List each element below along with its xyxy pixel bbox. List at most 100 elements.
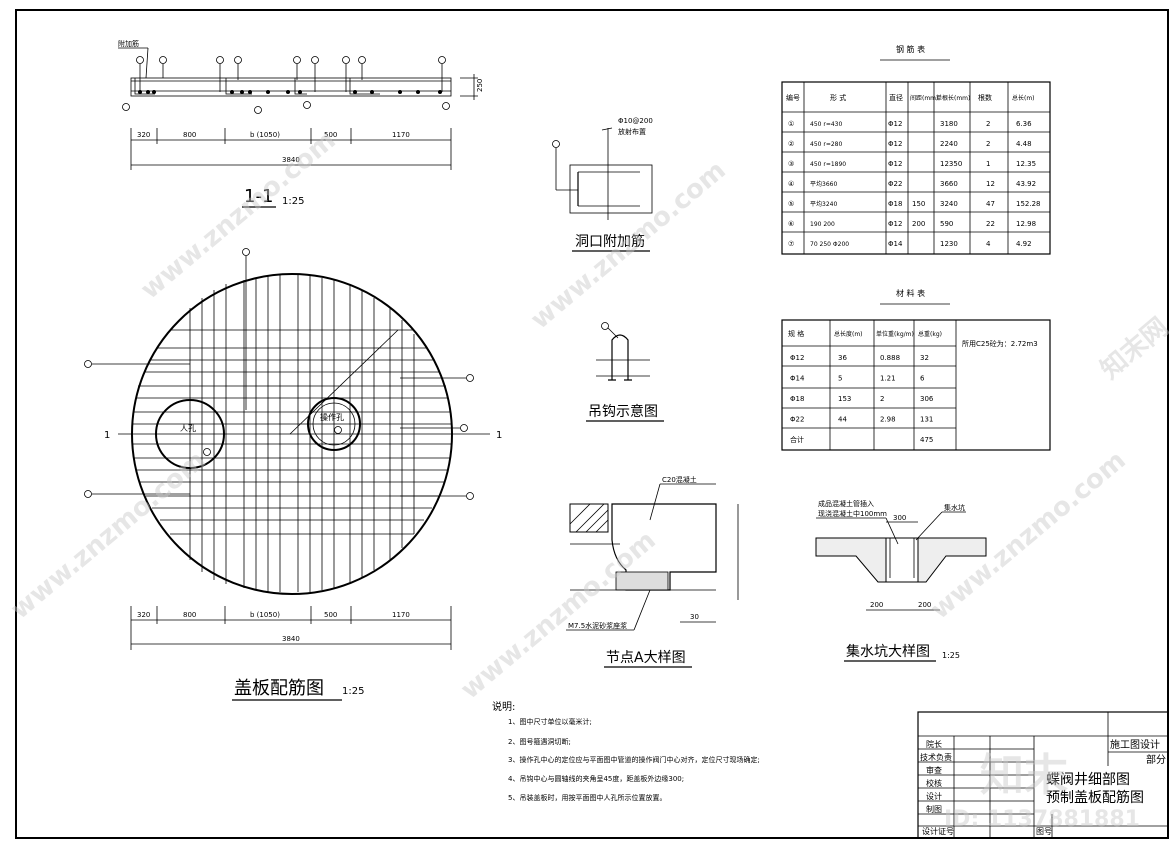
opening-title: 洞口附加筋 (575, 233, 645, 250)
material-cell: 0.888 (880, 354, 900, 362)
op-hole-label: 操作孔 (320, 412, 344, 422)
add-bar-label: 附加筋 (118, 39, 139, 48)
material-cell: 36 (838, 354, 847, 362)
rebar-cell: 450 r=280 (810, 141, 842, 148)
tb-stage: 施工图设计 (1110, 738, 1160, 751)
material-cell: 475 (920, 436, 933, 444)
rebar-cell: 152.28 (1016, 200, 1041, 208)
rebar-cell: ① (788, 120, 794, 128)
material-cell: 2.98 (880, 416, 896, 424)
note-4: 4、吊钩中心与圆轴线的夹角呈45度，距盖板外边缘300; (508, 774, 684, 783)
dim-500: 500 (324, 131, 337, 139)
rebar-cell: Φ22 (888, 180, 902, 188)
rebar-cell: 1 (986, 160, 990, 168)
wm-site-3: www.znzmo.com (455, 525, 661, 705)
material-cell: 306 (920, 395, 934, 403)
material-cell: 6 (920, 375, 925, 383)
rebar-cell: Φ12 (888, 120, 902, 128)
rebar-cell: 12.98 (1016, 220, 1036, 228)
material-cell: 合计 (790, 435, 804, 444)
rebar-cell: 1230 (940, 240, 958, 248)
tb-row-1: 技术负责 (920, 752, 952, 762)
notes-title: 说明: (492, 700, 515, 713)
tb-part: 部分 (1146, 753, 1166, 766)
sump-detail: 成品混凝土管插入 现浇混凝土中100mm 集水坑 300 200 200 集水坑… (815, 499, 987, 662)
rebar-cell: 3240 (940, 200, 958, 208)
rebar-h-len: 单根长(mm) (936, 94, 970, 102)
rebar-cell: 12 (986, 180, 995, 188)
rebar-cell: 590 (940, 220, 953, 228)
rebar-cell: Φ12 (888, 220, 902, 228)
rebar-cell: 4.92 (1016, 240, 1032, 248)
rebar-cell: ⑤ (788, 200, 794, 208)
plan-dim-total: 3840 (282, 635, 300, 643)
rebar-cell: 43.92 (1016, 180, 1036, 188)
rebar-cell: 平均3660 (810, 180, 837, 188)
height-dim: 250 (476, 79, 484, 92)
material-cell: Φ14 (790, 375, 805, 383)
rebar-cell: 2240 (940, 140, 958, 148)
wm-brand: 知末 (980, 750, 1068, 801)
rebar-cell: 2 (986, 120, 990, 128)
material-cell: 32 (920, 354, 929, 362)
note-3: 3、操作孔中心的定位应与平面图中管道的操作阀门中心对齐，定位尺寸现场确定; (508, 755, 760, 764)
wm-site-1: www.znzmo.com (135, 125, 341, 305)
rebar-cell: 150 (912, 200, 925, 208)
sump-note1: 成品混凝土管插入 (818, 499, 874, 508)
plan-title: 盖板配筋图 (234, 678, 324, 699)
rebar-cell: 70 250 Φ200 (810, 241, 849, 248)
mat-h-unit: 单位重(kg/m) (876, 330, 914, 338)
rebar-cell: 3180 (940, 120, 958, 128)
manhole-label: 人孔 (180, 424, 196, 433)
rebar-h-dia: 直径 (889, 93, 903, 102)
hook-title: 吊钩示意图 (588, 403, 658, 420)
rebar-cell: 4.48 (1016, 140, 1032, 148)
tb-row-2: 审查 (926, 765, 942, 775)
plan-dim-1170: 1170 (392, 611, 410, 619)
tb-title-1: 蝶阀井细部图 (1046, 772, 1130, 788)
material-cell: 44 (838, 416, 847, 424)
rebar-cell: 12.35 (1016, 160, 1036, 168)
rebar-cell: ④ (788, 180, 794, 188)
wm-short: 知末网 (1095, 312, 1174, 385)
tb-row-6: 设计证号 (922, 826, 954, 836)
rebar-h-no: 编号 (786, 93, 800, 102)
rebar-h-form: 形 式 (830, 93, 846, 102)
sump-title: 集水坑大样图 (846, 643, 930, 660)
rebar-cell: ⑦ (788, 240, 794, 248)
plan-dim-b: b (1050) (250, 611, 280, 619)
dim-320: 320 (137, 131, 150, 139)
node-title: 节点A大样图 (606, 650, 686, 666)
rebar-cell: 平均3240 (810, 200, 837, 208)
tb-row-5: 制图 (926, 804, 942, 814)
sheet-frame (15, 9, 1169, 839)
wm-site-5: www.znzmo.com (925, 445, 1131, 625)
rebar-cell: 450 r=430 (810, 121, 842, 128)
plan-dim-320: 320 (137, 611, 150, 619)
rebar-cell: ② (788, 140, 794, 148)
sump-label: 集水坑 (944, 503, 965, 512)
plan-dim-800: 800 (183, 611, 196, 619)
tb-row-3: 校核 (926, 778, 942, 788)
rebar-cell: 3660 (940, 180, 958, 188)
rebar-cell: 12350 (940, 160, 962, 168)
rebar-cell: 6.36 (1016, 120, 1032, 128)
rebar-cell: 4 (986, 240, 991, 248)
material-cell: Φ12 (790, 354, 804, 362)
tb-row-0: 院长 (926, 739, 942, 749)
dim-1170: 1170 (392, 131, 410, 139)
rebar-cell: ③ (788, 160, 794, 168)
rebar-cell: 190 200 (810, 221, 835, 228)
rebar-cell: Φ12 (888, 160, 902, 168)
hook-detail: 吊钩示意图 (586, 322, 664, 422)
rebar-cell: ⑥ (788, 220, 794, 228)
mat-h-spec: 规 格 (788, 329, 804, 338)
rebar-cell: 47 (986, 200, 995, 208)
opening-note1: Φ10@200 (618, 117, 653, 125)
material-cell: 1.21 (880, 375, 896, 383)
material-title: 材 料 表 (896, 288, 925, 298)
opening-detail: Φ10@200 放射布置 洞口附加筋 (552, 117, 653, 252)
watermark: www.znzmo.com www.znzmo.com www.znzmo.co… (5, 125, 1174, 832)
